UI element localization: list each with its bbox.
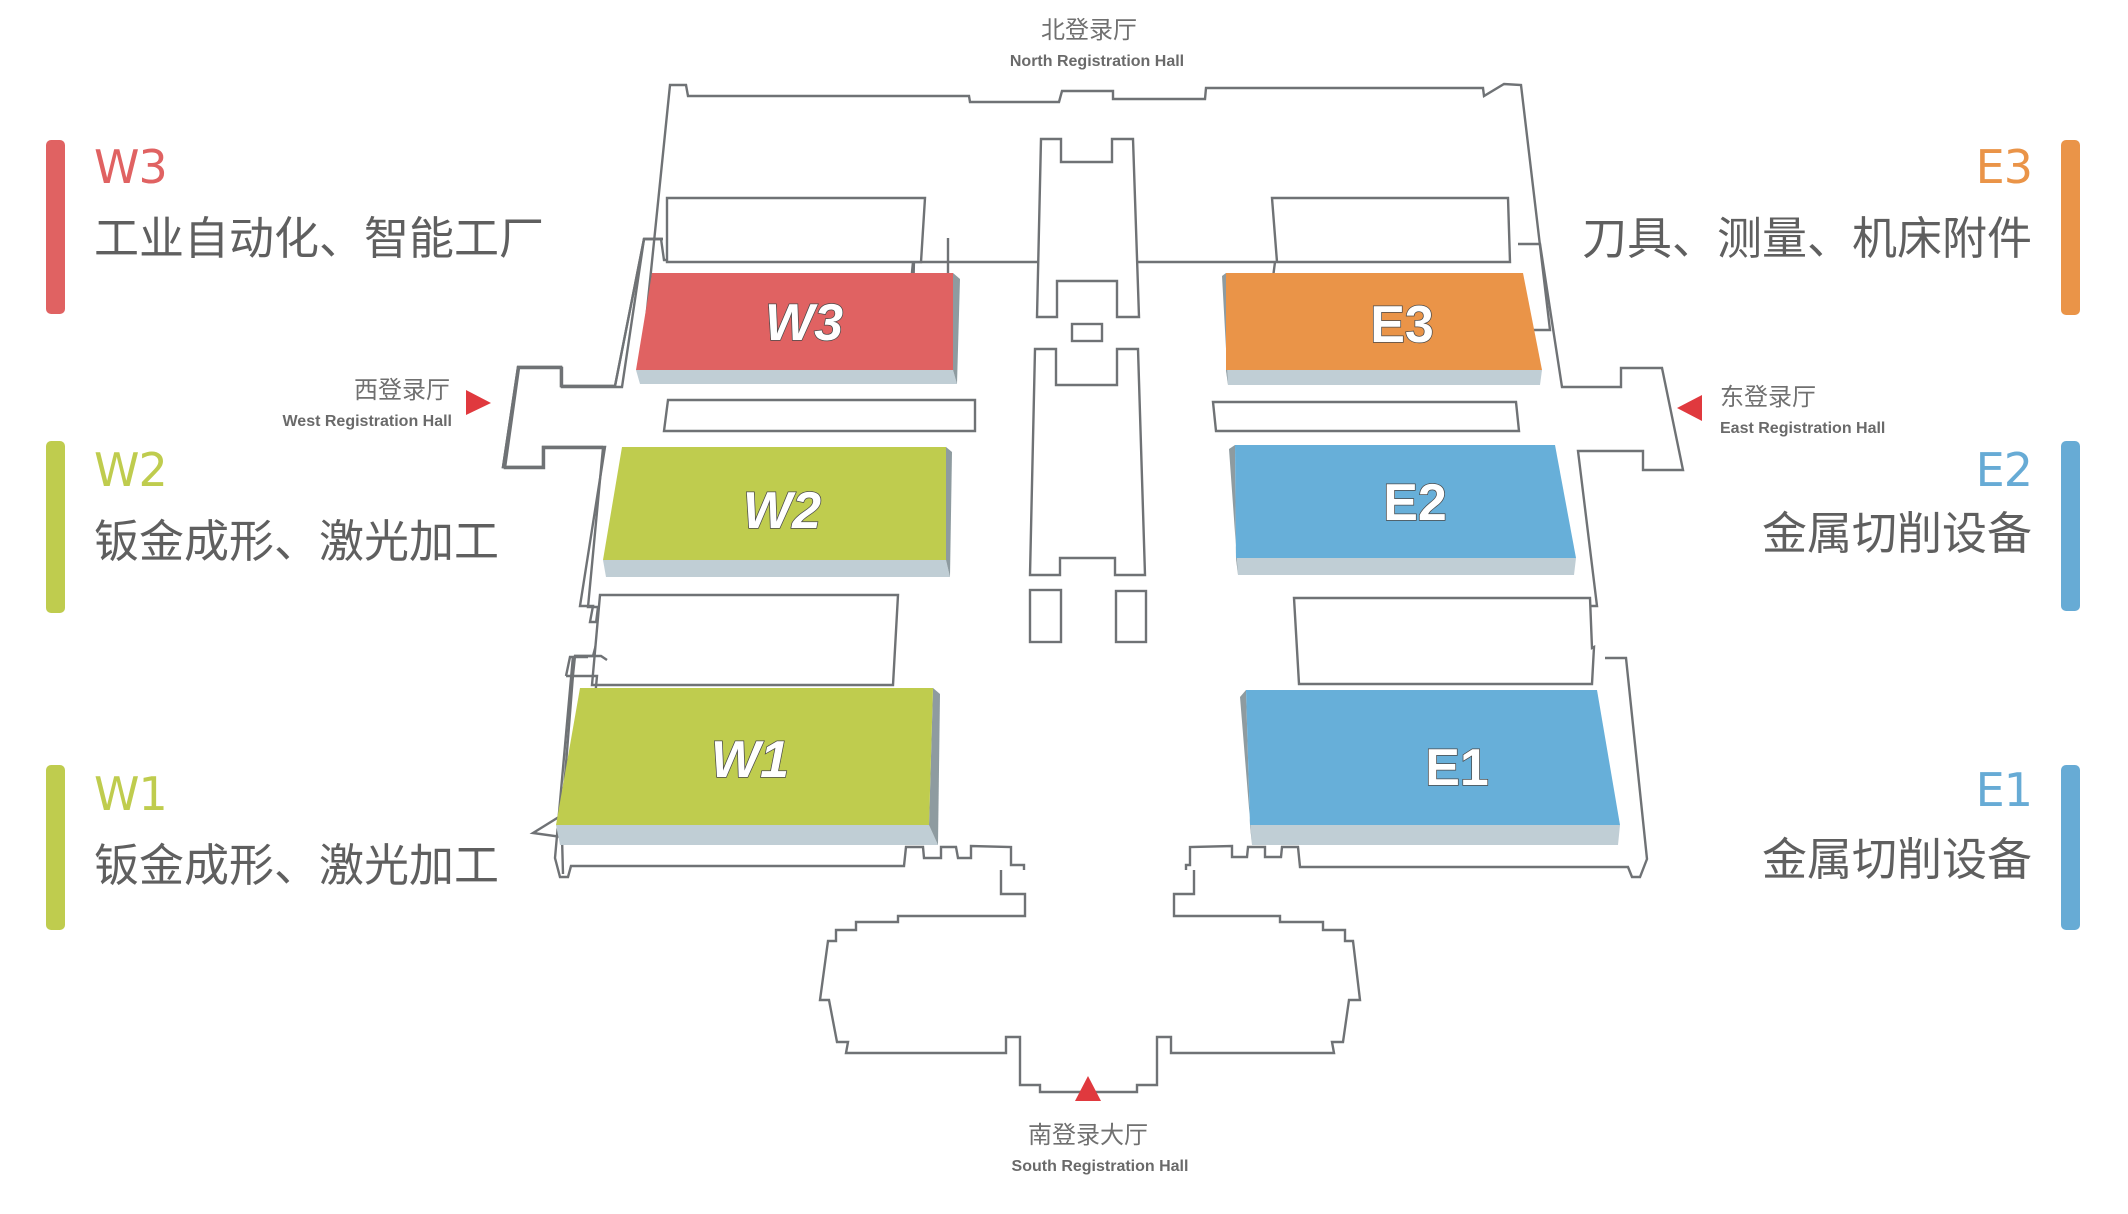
east-registration-en: East Registration Hall [1720, 420, 1885, 437]
hall-E2[interactable]: E2 [1229, 445, 1576, 575]
arrow-up-marker-icon [1075, 1076, 1101, 1101]
south-building-outline [818, 870, 1362, 1094]
legend-E3-desc: 刀具、测量、机床附件 [1581, 212, 2032, 265]
central-rect-left [1028, 588, 1063, 644]
central-rect-right [1114, 589, 1148, 644]
hall-W1-label: W1 [711, 731, 789, 789]
legend-E3-color-bar [2061, 140, 2080, 315]
hall-W2[interactable]: W2 [603, 447, 952, 577]
east-rect-north [1270, 196, 1512, 264]
legend-W2-desc: 钣金成形、激光加工 [94, 515, 500, 568]
legend-E2-code: E2 [1975, 443, 2033, 497]
hall-W1[interactable]: W1 [556, 688, 940, 845]
hall-E3-label: E3 [1370, 296, 1434, 354]
west-rect-north [665, 196, 927, 264]
hall-E1[interactable]: E1 [1240, 690, 1620, 845]
west-registration-cn: 西登录厅 [354, 376, 450, 404]
north-registration-en: North Registration Hall [1010, 53, 1184, 70]
legend-E3: E3 刀具、测量、机床附件 [1480, 140, 2080, 315]
legend-W2-color-bar [46, 441, 65, 613]
south-registration[interactable]: 南登录大厅 South Registration Hall [1012, 1076, 1189, 1175]
west-outline [503, 237, 1026, 890]
arrow-right-marker-icon [466, 390, 491, 415]
central-spine-lower [1028, 347, 1147, 577]
legend-E1-desc: 金属切削设备 [1761, 833, 2032, 886]
east-outline [1184, 242, 1685, 888]
north-registration[interactable]: 北登录厅 North Registration Hall [1010, 16, 1184, 70]
legend-E3-code: E3 [1975, 140, 2033, 194]
legend-W1-color-bar [46, 765, 65, 930]
hall-E3[interactable]: E3 [1222, 273, 1542, 385]
legend-W2-code: W2 [94, 443, 168, 497]
legend-W3-desc: 工业自动化、智能工厂 [94, 212, 545, 265]
south-registration-en: South Registration Hall [1012, 1158, 1189, 1175]
legend-W3-code: W3 [94, 140, 168, 194]
west-registration[interactable]: 西登录厅 West Registration Hall [282, 376, 491, 430]
legend-E2-desc: 金属切削设备 [1761, 507, 2032, 560]
legend-W3-color-bar [46, 140, 65, 314]
legend-W3: W3 工业自动化、智能工厂 [46, 140, 646, 314]
south-registration-cn: 南登录大厅 [1028, 1121, 1148, 1149]
legend-E2: E2 金属切削设备 [1480, 441, 2080, 611]
legend-W2: W2 钣金成形、激光加工 [46, 441, 646, 613]
east-corridor-bar [1211, 400, 1521, 433]
legend-E1-code: E1 [1975, 763, 2033, 817]
east-registration-cn: 东登录厅 [1720, 383, 1816, 411]
west-registration-en: West Registration Hall [282, 413, 452, 430]
hall-W3[interactable]: W3 [636, 273, 960, 384]
north-registration-cn: 北登录厅 [1041, 16, 1137, 44]
hall-E1-label: E1 [1425, 739, 1489, 797]
east-rect-south [1292, 596, 1596, 686]
legend-W1-desc: 钣金成形、激光加工 [94, 839, 500, 892]
central-kiosk [1070, 322, 1104, 343]
legend-E2-color-bar [2061, 441, 2080, 611]
legend-E1: E1 金属切削设备 [1480, 765, 2080, 930]
legend-W1-code: W1 [94, 767, 168, 821]
east-registration[interactable]: 东登录厅 East Registration Hall [1677, 383, 1885, 437]
central-spine-upper [1035, 137, 1141, 319]
legend-E1-color-bar [2061, 765, 2080, 930]
legend-W1: W1 钣金成形、激光加工 [46, 765, 646, 930]
hall-W2-label: W2 [743, 482, 821, 540]
hall-W3-label: W3 [765, 294, 843, 352]
hall-E2-label: E2 [1383, 474, 1447, 532]
west-corridor-bar [662, 398, 977, 433]
arrow-left-marker-icon [1677, 395, 1702, 421]
